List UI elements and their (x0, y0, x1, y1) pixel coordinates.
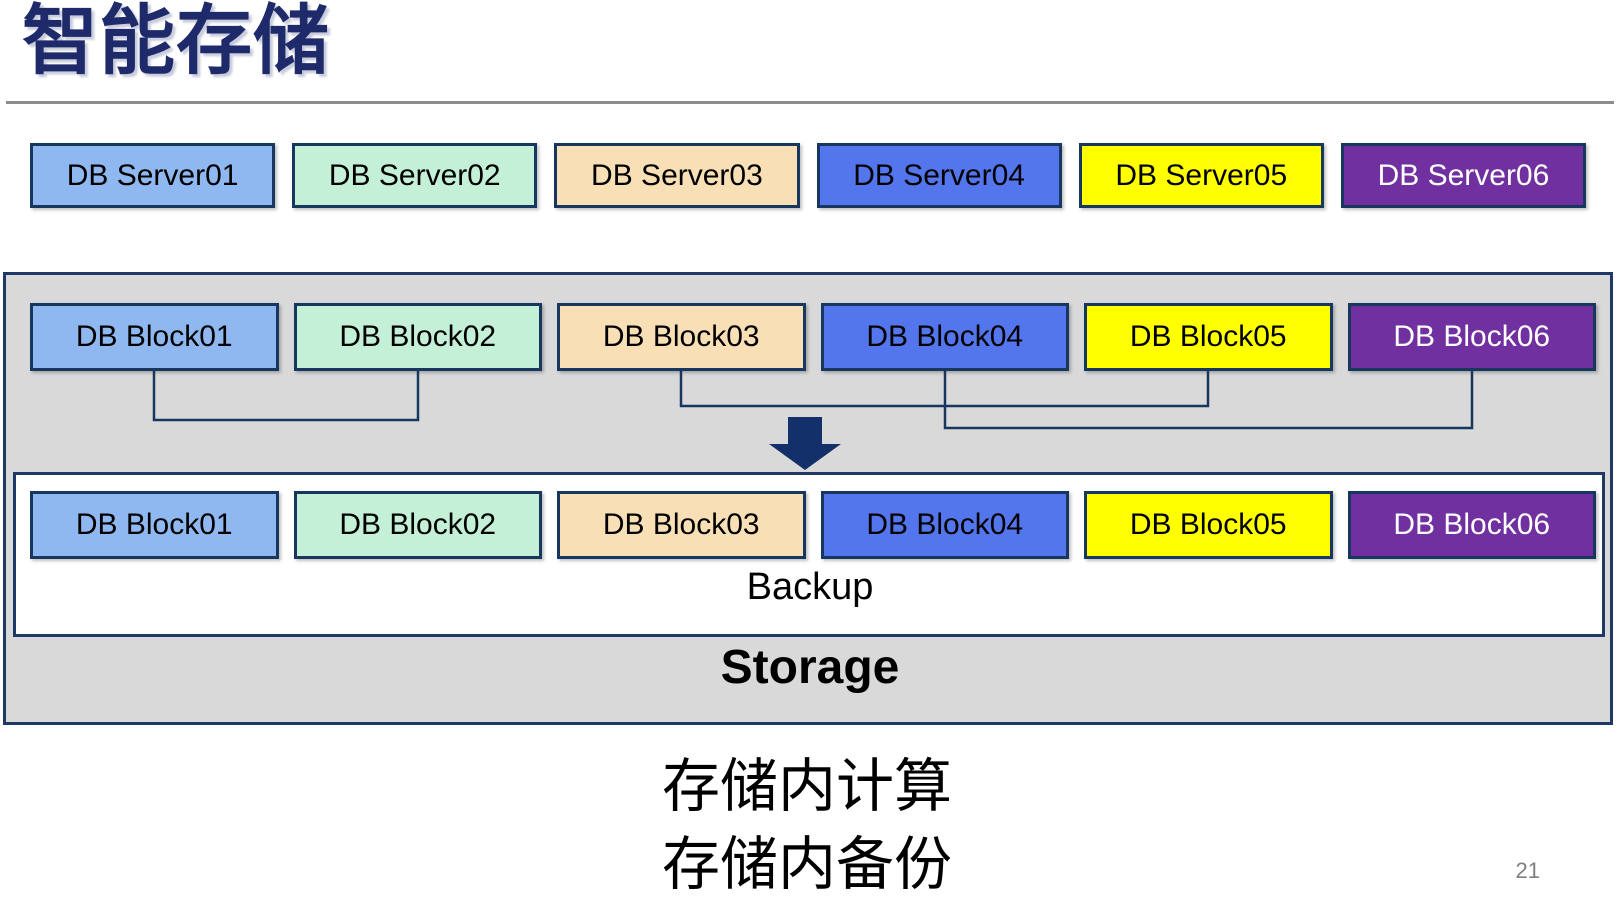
db-server-box: DB Server03 (554, 143, 800, 208)
db-block-box: DB Block02 (293, 303, 542, 371)
backup-label: Backup (746, 566, 874, 608)
db-block-box: DB Block01 (30, 303, 279, 371)
db-block-box: DB Block04 (820, 491, 1069, 559)
db-server-box: DB Server02 (292, 143, 538, 208)
db-block-box: DB Block05 (1084, 303, 1333, 371)
caption-line-1: 存储内计算 (661, 754, 952, 819)
db-block-box: DB Block05 (1084, 491, 1333, 559)
page-number: 21 (1515, 858, 1540, 883)
db-server-box: DB Server01 (30, 143, 276, 208)
db-server-box: DB Server05 (1078, 143, 1324, 208)
db-server-box: DB Server06 (1340, 143, 1587, 208)
caption-line-2: 存储内备份 (661, 832, 952, 897)
storage-label: Storage (720, 641, 900, 694)
db-block-box: DB Block03 (557, 491, 806, 559)
db-block-box: DB Block01 (30, 491, 279, 559)
db-server-box: DB Server04 (816, 143, 1062, 208)
slide-title: 智能存储 (22, 0, 330, 84)
db-block-box: DB Block06 (1347, 491, 1596, 559)
caption-text: 存储内计算 存储内备份 (0, 748, 1614, 904)
title-divider (6, 101, 1614, 104)
db-block-box: DB Block03 (557, 303, 806, 371)
db-block-box: DB Block04 (820, 303, 1069, 371)
db-block-box: DB Block02 (293, 491, 542, 559)
db-block-box: DB Block06 (1347, 303, 1596, 371)
